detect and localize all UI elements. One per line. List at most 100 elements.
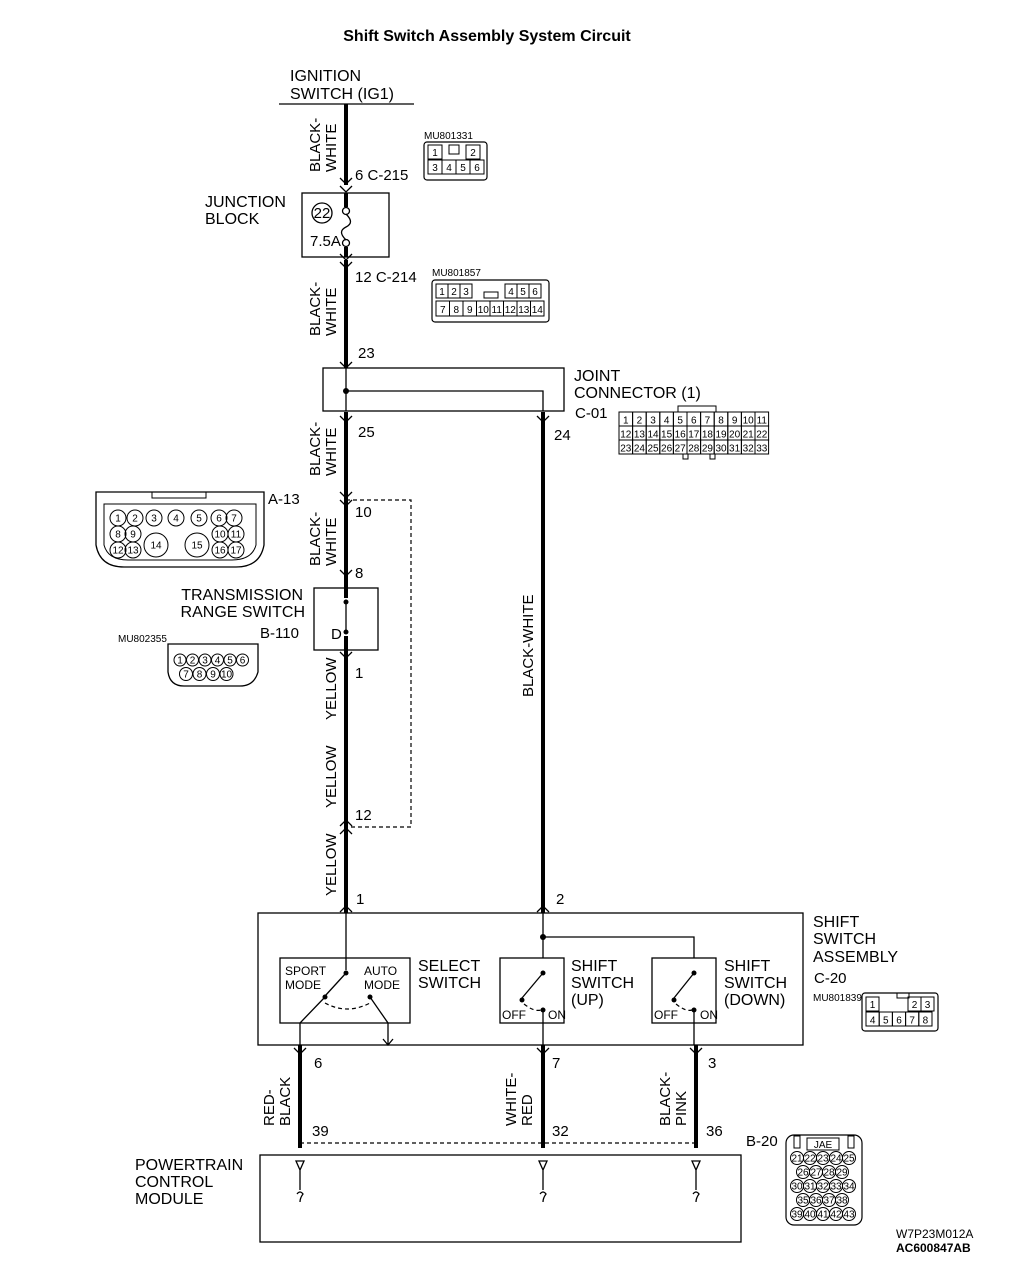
pin-10: 10 <box>355 504 372 521</box>
down-arc <box>675 1003 693 1011</box>
c01-cell-label: 30 <box>715 444 727 455</box>
c01-cell-label: 11 <box>757 416 768 427</box>
b110-part: MU802355 <box>118 634 167 645</box>
chevron-12 <box>339 819 353 835</box>
auto-label-2: MODE <box>364 978 400 992</box>
b20-cell-label: 21 <box>791 1154 803 1165</box>
b110-cell-label: 4 <box>215 656 221 667</box>
sport-label-1: SPORT <box>285 964 327 978</box>
up-label-1: SHIFT <box>571 958 617 975</box>
chevron-24 <box>536 415 550 423</box>
b20-cell <box>842 1151 856 1165</box>
c01-cell-label: 3 <box>650 416 656 427</box>
assembly-box <box>257 912 804 1046</box>
wire-label-wr-a: WHITE- <box>503 1073 520 1126</box>
a13-cell-label: 14 <box>150 541 162 552</box>
a13-cell <box>184 532 210 558</box>
c01-cell-label: 8 <box>718 416 724 427</box>
c215-cell-label: 4 <box>446 163 452 174</box>
pcm-label-1: POWERTRAIN <box>135 1157 243 1174</box>
chevron-c20-2 <box>536 905 550 913</box>
c214-cell-label: 12 <box>505 305 517 316</box>
pin-36: 36 <box>706 1123 723 1140</box>
a13-cell-label: 4 <box>173 514 179 525</box>
footer-ref-1: W7P23M012A <box>896 1227 973 1241</box>
b20-cell-label: 31 <box>804 1182 816 1193</box>
c215-cell <box>465 144 481 160</box>
c214-cell <box>459 283 473 299</box>
a13-cell-label: 11 <box>231 530 242 541</box>
down-contact-off <box>671 997 677 1003</box>
assembly-label-3: ASSEMBLY <box>813 949 898 966</box>
c01-cell-label: 16 <box>675 430 687 441</box>
chevron-c20-7 <box>536 1047 550 1055</box>
c215-cell <box>427 144 443 160</box>
c01-cell-label: 2 <box>637 416 643 427</box>
a13-cell <box>167 509 185 527</box>
c01-cell-label: 31 <box>729 444 741 455</box>
b20-jae-label: JAE <box>814 1140 833 1151</box>
splice-dot-2 <box>540 934 546 940</box>
b20-cell-label: 28 <box>823 1168 835 1179</box>
b110-cell-label: 6 <box>240 656 246 667</box>
wire-label-rb-a: RED- <box>261 1089 278 1126</box>
a13-cell-label: 5 <box>196 514 202 525</box>
chevron-10 <box>339 491 353 507</box>
c20-cell <box>920 996 935 1012</box>
pcm-terminal-36 <box>690 1160 702 1203</box>
c20-cell-label: 8 <box>923 1016 929 1027</box>
c214-cell-label: 6 <box>532 287 538 298</box>
pcm-label-3: MODULE <box>135 1191 203 1208</box>
b20-cell-label: 36 <box>810 1196 822 1207</box>
up-label-3: (UP) <box>571 992 604 1009</box>
joint-box <box>322 367 565 412</box>
assembly-label-2: SWITCH <box>813 931 876 948</box>
wire-label-rb-b: BLACK <box>277 1077 294 1126</box>
a13-cell-label: 13 <box>127 546 139 557</box>
select-arc <box>324 1002 371 1010</box>
junction-label-2: BLOCK <box>205 211 260 228</box>
fuse-number: 22 <box>314 205 331 222</box>
c214-cell-label: 9 <box>467 305 473 316</box>
b20-cell-label: 38 <box>836 1196 848 1207</box>
ignition-label-1: IGNITION <box>290 68 361 85</box>
c01-cell-label: 4 <box>664 416 670 427</box>
c215-cell-label: 1 <box>432 148 438 159</box>
wire-label-bp-a: BLACK- <box>657 1072 674 1126</box>
b20-cell-label: 35 <box>797 1196 809 1207</box>
up-on-label: ON <box>548 1008 566 1022</box>
joint-code: C-01 <box>575 405 608 422</box>
c214-cell-label: 2 <box>451 287 457 298</box>
joint-label-2: CONNECTOR (1) <box>574 385 701 402</box>
b20-cell-label: 37 <box>823 1196 835 1207</box>
c20-cell-label: 2 <box>912 1000 918 1011</box>
b110-cell-label: 7 <box>183 670 189 681</box>
pin-25: 25 <box>358 424 375 441</box>
pin-7: 7 <box>552 1055 560 1072</box>
b110-cell-label: 10 <box>221 670 233 681</box>
wire-label-bw-3b: WHITE <box>323 428 340 476</box>
b20-cell-label: 25 <box>843 1154 855 1165</box>
c01-cell-label: 20 <box>729 430 741 441</box>
b20-cell-label: 33 <box>830 1182 842 1193</box>
ignition-label-2: SWITCH (IG1) <box>290 86 394 103</box>
b110-cell <box>236 653 249 667</box>
pin-23: 23 <box>358 345 375 362</box>
b110-cell-label: 9 <box>210 670 216 681</box>
down-lever <box>673 972 695 999</box>
b110-cell-label: 5 <box>227 656 233 667</box>
b20-cell <box>835 1165 849 1179</box>
c01-cell-label: 14 <box>647 430 659 441</box>
c01-cell-label: 18 <box>702 430 714 441</box>
c20-cell <box>918 1011 933 1027</box>
c01-cell-label: 25 <box>647 444 659 455</box>
pcm-label-2: CONTROL <box>135 1174 213 1191</box>
diagram-title: Shift Switch Assembly System Circuit <box>343 28 631 45</box>
trs-contact-top <box>343 599 349 605</box>
a13-cell-label: 6 <box>216 514 222 525</box>
pcm-terminal-39 <box>294 1160 306 1203</box>
fuse-icon <box>340 213 352 241</box>
